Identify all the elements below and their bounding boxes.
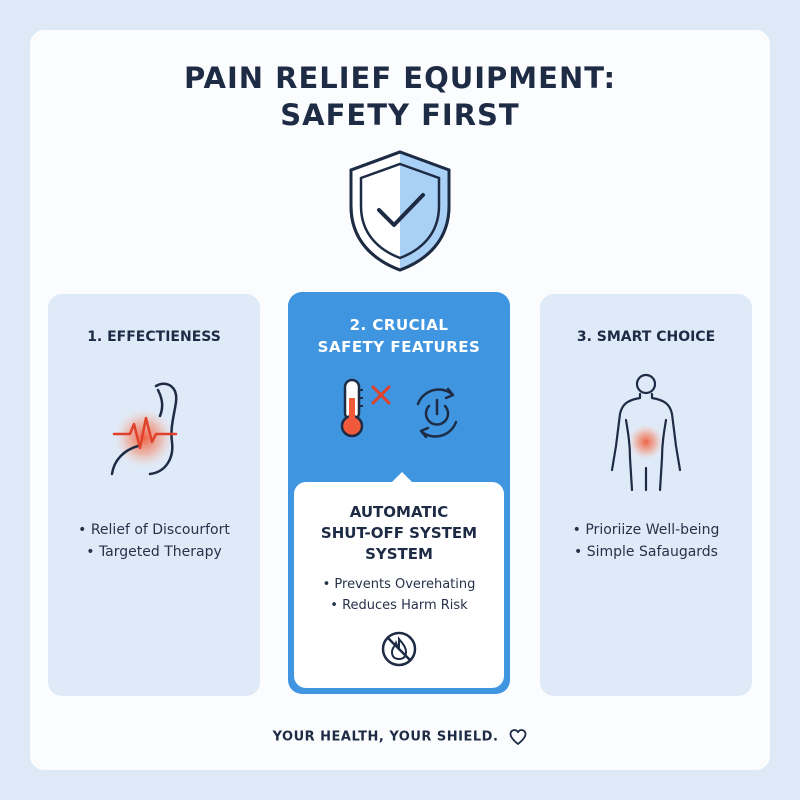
bullet-item: • Prioriize Well-being [572, 522, 720, 538]
footer: YOUR HEALTH, YOUR SHIELD. [0, 729, 800, 745]
power-cycle-icon [416, 387, 458, 439]
auto-shutoff-title: AUTOMATIC SHUT-OFF SYSTEM SYSTEM [294, 502, 504, 565]
bullet-item: • Targeted Therapy [86, 544, 222, 560]
card-effectiveness-title: 1. EFFECTIENESS [87, 329, 221, 345]
shield-check-icon [349, 150, 451, 272]
body-pain-icon [610, 373, 682, 492]
no-fire-icon [381, 631, 417, 667]
auto-shutoff-line-2: SHUT-OFF SYSTEM [320, 524, 478, 542]
card-smart-choice-title: 3. SMART CHOICE [576, 329, 716, 345]
card-effectiveness [48, 294, 260, 696]
card-safety-title-line-2: SAFETY FEATURES [317, 338, 481, 356]
card-smart-choice-bullets: • Prioriize Well-being • Simple Safaugar… [540, 519, 752, 563]
card-safety-features: 2. CRUCIAL SAFETY FEATURES AUTOMATIC SHU… [288, 292, 510, 694]
bullet-item: • Prevents Overehating [322, 577, 476, 592]
card-smart-choice [540, 294, 752, 696]
bullet-item: • Relief of Discourfort [78, 522, 230, 538]
card-safety-bullets: • Prevents Overehating • Reduces Harm Ri… [294, 574, 504, 616]
arm-pain-icon [110, 382, 178, 476]
heart-icon [510, 729, 527, 745]
title-line-1: PAIN RELIEF EQUIPMENT: [183, 61, 617, 95]
panel-notch [390, 472, 414, 484]
card-safety-title-line-1: 2. CRUCIAL [349, 316, 449, 334]
bullet-item: • Simple Safaugards [574, 544, 718, 560]
auto-shutoff-line-3: SYSTEM [365, 545, 433, 563]
footer-text: YOUR HEALTH, YOUR SHIELD. [272, 729, 499, 745]
card-safety-title: 2. CRUCIAL SAFETY FEATURES [288, 314, 510, 358]
thermometer-icon [340, 378, 364, 438]
bullet-item: • Reduces Harm Risk [330, 598, 468, 613]
auto-shutoff-panel: AUTOMATIC SHUT-OFF SYSTEM SYSTEM • Preve… [294, 472, 504, 688]
title-line-2: SAFETY FIRST [280, 98, 520, 132]
cross-icon [371, 385, 391, 405]
card-effectiveness-bullets: • Relief of Discourfort • Targeted Thera… [48, 519, 260, 563]
page-title: PAIN RELIEF EQUIPMENT: SAFETY FIRST [0, 60, 800, 134]
auto-shutoff-line-1: AUTOMATIC [349, 503, 449, 521]
